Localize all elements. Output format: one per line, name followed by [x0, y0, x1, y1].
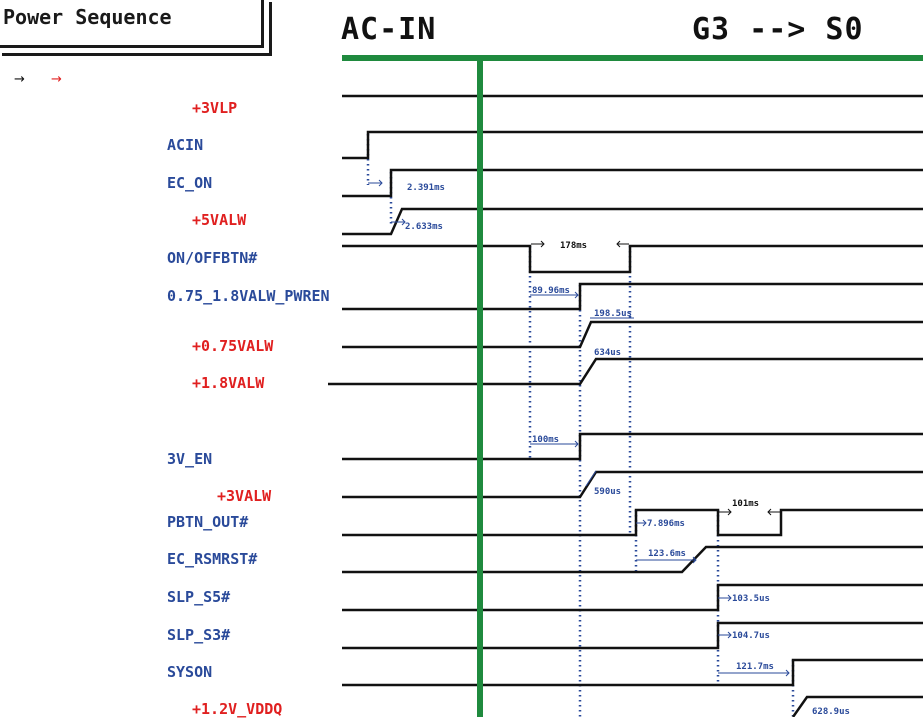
timing-arrow-acin-econ: [368, 179, 383, 187]
signal-label-slp-s5: SLP_S5#: [167, 588, 231, 606]
timing-arrow-pbtn-pulse: [719, 508, 780, 516]
timing-arrow-econ-5valw: [391, 218, 406, 226]
timing-arrow-rsmrst: [636, 556, 697, 564]
timing-label-onoff-pulse: 178ms: [560, 241, 587, 251]
waveform-3v-en: [342, 432, 923, 461]
signal-label-3v-en: 3V_EN: [167, 450, 213, 468]
waveform-075valw: [342, 320, 923, 349]
signal-label-ec-rsmrst: EC_RSMRST#: [167, 550, 258, 568]
header-ac-in: AC-IN: [341, 12, 437, 47]
waveform-slp-s3: [342, 621, 923, 650]
waveform-pwren: [342, 282, 923, 311]
timing-label-rsmrst: 123.6ms: [648, 549, 686, 559]
signal-label-pbtn-out: PBTN_OUT#: [167, 513, 249, 531]
timing-label-syson: 121.7ms: [736, 662, 774, 672]
waveform-ec-rsmrst: [342, 545, 923, 574]
waveform-pbtn-out: [342, 508, 923, 537]
arrow-icon-red: →: [51, 72, 62, 87]
timing-arrow-onoff-3ven: [530, 440, 579, 448]
timing-label-acin-econ: 2.391ms: [407, 183, 445, 193]
timing-label-slps3: 104.7us: [732, 631, 770, 641]
title-box: Power Sequence: [0, 0, 264, 48]
timing-label-onoff-3ven: 100ms: [532, 435, 559, 445]
timing-label-pwren-18: 634us: [594, 348, 621, 358]
timing-arrow-onoff-left: [531, 240, 545, 248]
timing-label-3ven-3valw: 590us: [594, 487, 621, 497]
signal-label-075valw: +0.75VALW: [192, 337, 274, 355]
timing-label-pwren-075: 198.5us: [594, 309, 632, 319]
signal-label-syson: SYSON: [167, 663, 213, 681]
header-g3-s0: G3 --> S0: [692, 12, 864, 47]
waveform-ec-on: [342, 168, 923, 198]
signal-label-acin: ACIN: [167, 136, 204, 154]
timing-arrow-slps3: [718, 631, 732, 639]
timing-label-pbtn-delay: 7.896ms: [647, 519, 685, 529]
waveform-3valw: [342, 470, 923, 499]
timing-arrow-syson: [718, 669, 790, 677]
timing-label-pbtn-pulse: 101ms: [732, 499, 759, 509]
timing-label-vddq: 628.9us: [812, 707, 850, 717]
signal-label-5valw: +5VALW: [192, 211, 247, 229]
timing-arrow-pbtn-delay: [636, 519, 647, 527]
signal-label-3vlp: +3VLP: [192, 99, 238, 117]
signal-label-pwren: 0.75_1.8VALW_PWREN: [167, 287, 330, 305]
waveform-onoffbtn: [342, 244, 923, 274]
timing-arrow-3ven-3valw: [585, 470, 597, 487]
diagram-title: Power Sequence: [3, 5, 172, 29]
timing-label-onoff-pwren: 89.96ms: [532, 286, 570, 296]
waveform-12v-vddq: [791, 695, 923, 717]
waveform-acin: [342, 130, 923, 160]
timing-arrow-onoff-right: [616, 240, 629, 248]
signal-label-onoffbtn: ON/OFFBTN#: [167, 249, 258, 267]
signal-label-18valw: +1.8VALW: [192, 374, 265, 392]
timing-arrow-onoff-pwren: [530, 291, 579, 299]
signal-label-12v-vddq: +1.2V_VDDQ: [192, 700, 283, 718]
signal-label-ec-on: EC_ON: [167, 174, 213, 192]
timing-label-slps5: 103.5us: [732, 594, 770, 604]
signal-label-3valw: +3VALW: [217, 487, 272, 505]
waveform-syson: [342, 658, 923, 687]
legend-arrows: → →: [14, 72, 84, 87]
signal-label-slp-s3: SLP_S3#: [167, 626, 231, 644]
arrow-icon-black: →: [14, 72, 25, 87]
timing-arrow-slps5: [718, 594, 732, 602]
waveform-18valw: [328, 357, 923, 386]
timing-label-econ-5valw: 2.633ms: [405, 222, 443, 232]
waveform-slp-s5: [342, 583, 923, 612]
